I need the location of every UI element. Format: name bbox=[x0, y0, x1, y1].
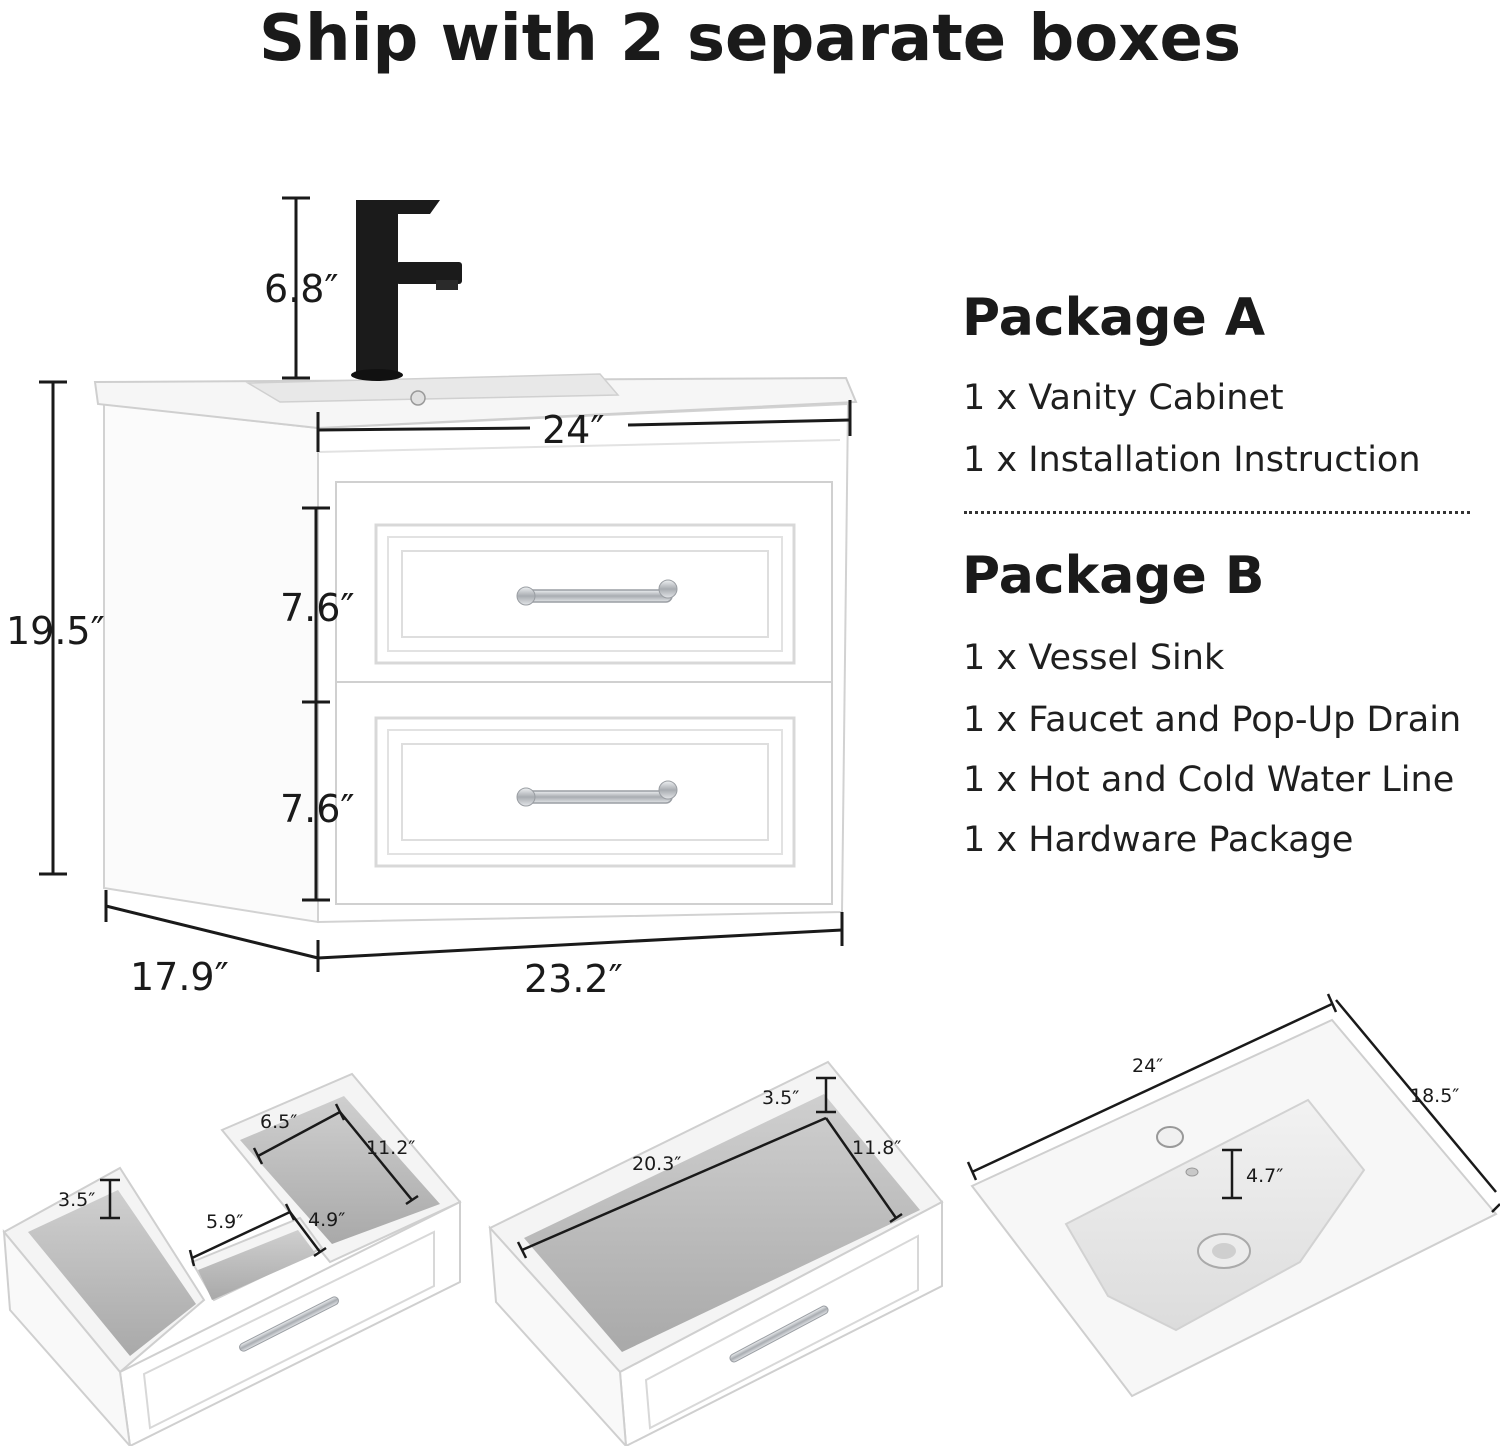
drawer-bottom-dimension-lines bbox=[516, 1076, 903, 1259]
drawer-top-open bbox=[2, 1072, 462, 1446]
dim-drawer-top-left-depth: 3.5″ bbox=[58, 1189, 95, 1211]
dim-drawer-top-rear-width: 6.5″ bbox=[260, 1111, 297, 1133]
dim-sink-depth: 18.5″ bbox=[1410, 1085, 1459, 1107]
package-divider bbox=[964, 511, 1470, 514]
vanity-dimension-lines bbox=[39, 196, 852, 972]
dim-cabinet-width: 23.2″ bbox=[524, 957, 623, 1001]
package-a-item: 1 x Installation Instruction bbox=[963, 440, 1421, 480]
dim-sink-width: 24″ bbox=[1132, 1055, 1163, 1077]
dim-drawer-bottom-length: 11.8″ bbox=[852, 1137, 901, 1159]
dim-top-width: 24″ bbox=[542, 408, 605, 452]
package-a-item: 1 x Vanity Cabinet bbox=[963, 378, 1284, 418]
dim-sink-basin-depth: 4.7″ bbox=[1246, 1165, 1283, 1187]
dim-total-height: 19.5″ bbox=[6, 609, 105, 653]
package-b-item: 1 x Hardware Package bbox=[963, 820, 1354, 860]
package-a-title: Package A bbox=[962, 288, 1266, 348]
dim-drawer-top-height: 7.6″ bbox=[280, 586, 355, 630]
dim-drawer-top-front-length: 4.9″ bbox=[308, 1209, 345, 1231]
package-b-item: 1 x Faucet and Pop-Up Drain bbox=[963, 700, 1462, 740]
dim-drawer-top-front-width: 5.9″ bbox=[206, 1211, 243, 1233]
vanity-cabinet bbox=[93, 373, 858, 924]
sink-dimension-lines bbox=[966, 993, 1500, 1213]
package-b-title: Package B bbox=[962, 546, 1265, 606]
dim-faucet-height: 6.8″ bbox=[264, 267, 339, 311]
dim-drawer-bottom-height: 7.6″ bbox=[280, 787, 355, 831]
faucet-icon bbox=[351, 200, 462, 381]
drawer-top-dimension-lines bbox=[100, 1103, 419, 1267]
dim-drawer-bottom-depth: 3.5″ bbox=[762, 1087, 799, 1109]
vessel-sink bbox=[970, 1018, 1498, 1398]
package-b-item: 1 x Vessel Sink bbox=[963, 638, 1225, 678]
drawer-handle-bottom bbox=[516, 780, 678, 807]
drawer-bottom-open bbox=[488, 1060, 944, 1446]
dim-drawer-top-rear-length: 11.2″ bbox=[366, 1137, 415, 1159]
page-title: Ship with 2 separate boxes bbox=[258, 2, 1242, 76]
drawer-handle-top bbox=[516, 579, 678, 606]
dim-depth: 17.9″ bbox=[130, 955, 229, 999]
package-b-item: 1 x Hot and Cold Water Line bbox=[963, 760, 1455, 800]
dim-drawer-bottom-width: 20.3″ bbox=[632, 1153, 681, 1175]
